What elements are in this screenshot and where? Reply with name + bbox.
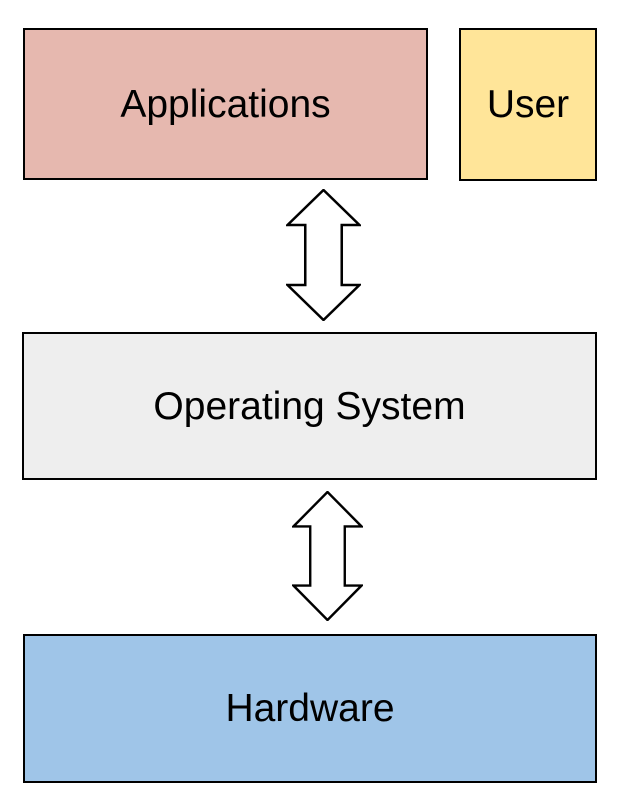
node-applications-label: Applications: [120, 82, 331, 126]
node-hardware-label: Hardware: [225, 687, 395, 730]
node-user-label: User: [486, 83, 570, 126]
double-arrow-os-hardware-icon: [292, 491, 363, 621]
node-operating-system-label: Operating System: [153, 384, 466, 428]
node-user: User: [459, 28, 597, 181]
node-applications: Applications: [23, 28, 428, 180]
double-arrow-apps-os-shape: [286, 189, 361, 321]
node-hardware: Hardware: [23, 634, 597, 783]
double-arrow-os-hardware-shape: [292, 491, 363, 621]
node-operating-system: Operating System: [22, 332, 597, 480]
double-arrow-apps-os-icon: [286, 189, 361, 321]
